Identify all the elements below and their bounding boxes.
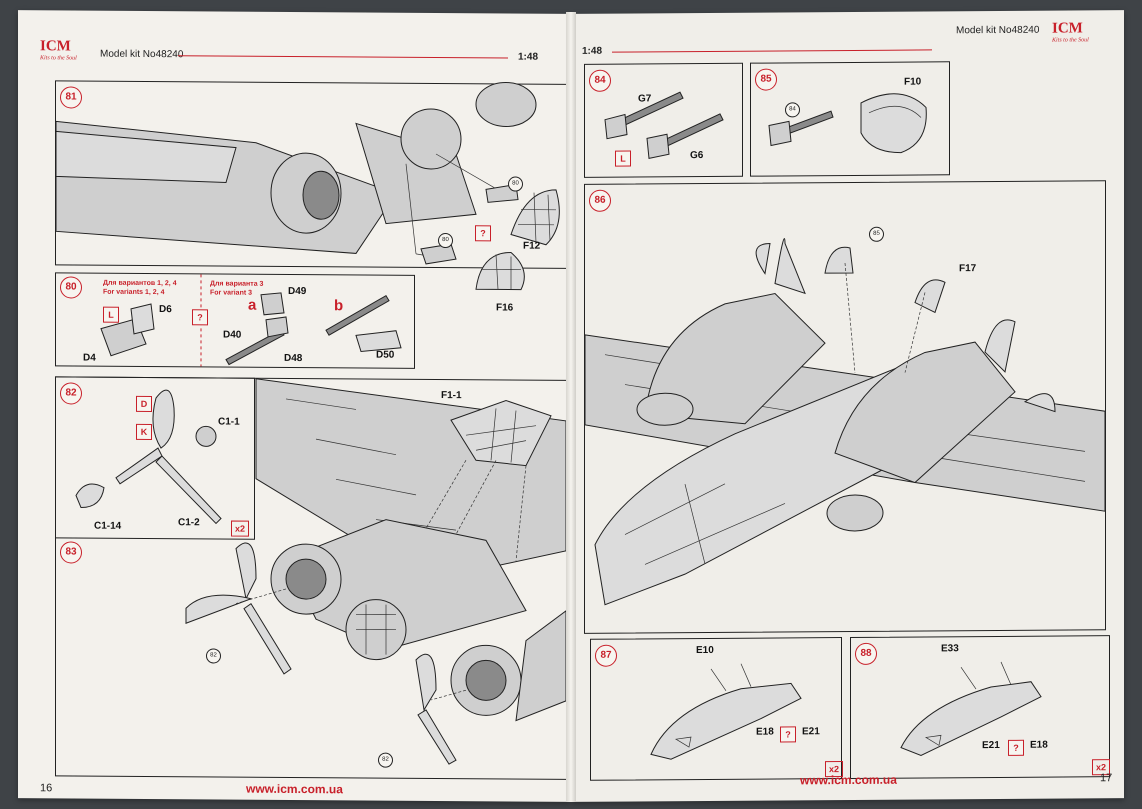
step-82-panel bbox=[55, 376, 255, 540]
step-number-85: 85 bbox=[755, 68, 777, 91]
step-86-illustration bbox=[584, 238, 1106, 606]
ref-circle-82b: 82 bbox=[378, 752, 393, 768]
ref-circle-82a: 82 bbox=[206, 648, 221, 664]
part-D50: D50 bbox=[376, 349, 395, 361]
page-number-left: 16 bbox=[40, 782, 53, 795]
footer-url-right[interactable]: www.icm.com.ua bbox=[800, 772, 897, 788]
paint-L-80: L bbox=[103, 306, 119, 323]
part-E18: E18 bbox=[756, 726, 774, 738]
note-box-88: ? bbox=[1008, 739, 1024, 756]
part-F10: F10 bbox=[904, 76, 922, 88]
step-number-84: 84 bbox=[589, 69, 611, 92]
part-E33: E33 bbox=[941, 643, 959, 655]
part-E21: E21 bbox=[802, 726, 820, 738]
note-box-81: ? bbox=[475, 225, 491, 242]
step-81-illustration bbox=[55, 81, 560, 291]
step-87-panel bbox=[590, 637, 842, 781]
option-b: b bbox=[334, 297, 344, 315]
kit-label: Model kit No48240 bbox=[100, 48, 184, 61]
part-D49: D49 bbox=[288, 285, 307, 298]
step-number-80: 80 bbox=[60, 276, 82, 299]
step-number-87: 87 bbox=[595, 644, 617, 667]
part-F12: F12 bbox=[523, 240, 541, 252]
header-rule bbox=[178, 55, 508, 59]
part-E21-88: E21 bbox=[982, 739, 1000, 752]
step-81-panel bbox=[55, 80, 567, 291]
step-80-illustration bbox=[100, 274, 402, 367]
step-82-illustration bbox=[75, 389, 222, 525]
book-spine bbox=[566, 12, 576, 802]
icm-logo-right: ICM Kits to the Soul bbox=[1052, 20, 1089, 44]
step-85-panel bbox=[750, 61, 950, 177]
note-box-80: ? bbox=[192, 309, 208, 326]
scale-label: 1:48 bbox=[518, 51, 539, 63]
step-85-illustration bbox=[768, 93, 927, 154]
part-E10: E10 bbox=[696, 644, 714, 657]
part-G6: G6 bbox=[690, 150, 704, 162]
step-number-81: 81 bbox=[60, 86, 82, 109]
left-page: ICM Kits to the Soul Model kit No48240 1… bbox=[18, 10, 570, 802]
part-F17: F17 bbox=[959, 263, 977, 275]
kit-label-right: Model kit No48240 bbox=[956, 24, 1040, 37]
part-F1-1: F1-1 bbox=[441, 390, 462, 402]
ref-circle-80b: 80 bbox=[438, 233, 453, 249]
step-80-panel bbox=[55, 272, 415, 369]
header-rule-right bbox=[612, 49, 932, 53]
part-D40: D40 bbox=[223, 329, 242, 341]
paint-L-84: L bbox=[615, 150, 631, 167]
note-box-87: ? bbox=[780, 726, 796, 743]
part-F16: F16 bbox=[496, 302, 514, 314]
step-number-86: 86 bbox=[589, 189, 611, 212]
part-D6: D6 bbox=[159, 304, 172, 316]
step-83-panel bbox=[55, 376, 567, 780]
part-E18-88: E18 bbox=[1030, 739, 1048, 751]
step-number-88: 88 bbox=[855, 642, 877, 665]
part-G7: G7 bbox=[638, 93, 652, 105]
part-D4: D4 bbox=[83, 352, 96, 364]
option-a: a bbox=[248, 296, 257, 314]
ref-circle-84: 84 bbox=[785, 102, 800, 118]
step-87-illustration bbox=[650, 663, 802, 760]
step-88-panel bbox=[850, 635, 1110, 779]
step-86-panel bbox=[584, 180, 1106, 634]
ref-circle-85: 85 bbox=[869, 226, 884, 242]
icm-logo: ICM Kits to the Soul bbox=[40, 38, 77, 62]
page-number-right: 17 bbox=[1100, 772, 1113, 785]
step-number-83: 83 bbox=[60, 541, 82, 564]
step-84-panel bbox=[584, 62, 743, 178]
step-88-illustration bbox=[900, 661, 1042, 757]
step-83-illustration bbox=[185, 378, 567, 765]
right-page: 1:48 Model kit No48240 ICM Kits to the S… bbox=[572, 10, 1124, 802]
footer-url-left[interactable]: www.icm.com.ua bbox=[246, 781, 343, 797]
ref-circle-80a: 80 bbox=[508, 176, 523, 192]
step-84-illustration bbox=[604, 91, 724, 159]
scale-label-right: 1:48 bbox=[582, 45, 603, 57]
part-D48: D48 bbox=[284, 352, 303, 365]
